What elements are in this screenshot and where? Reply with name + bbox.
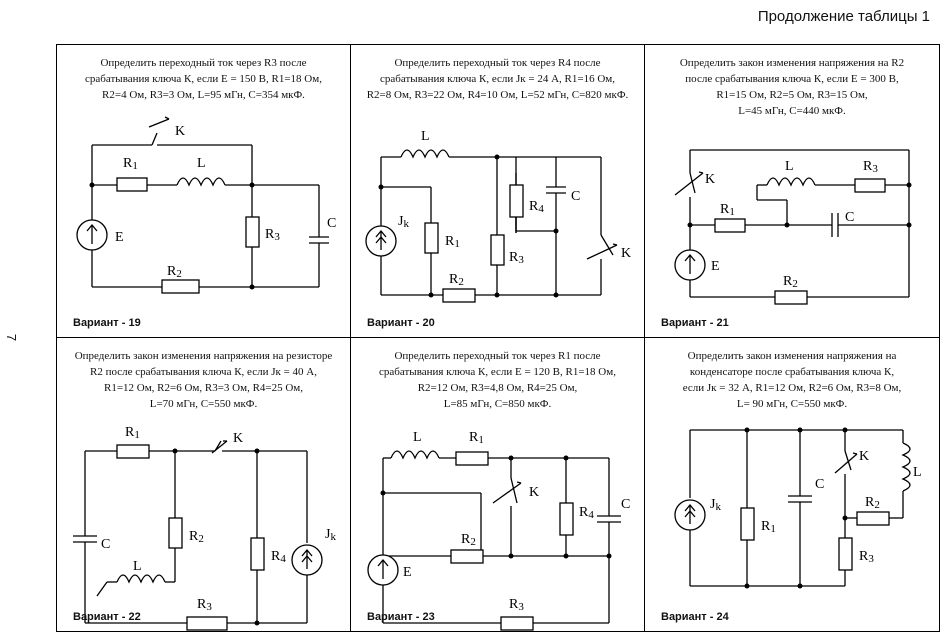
label-r1: R1 [761,519,776,535]
variant-cell-23: Определить переходный ток через R1 после… [351,338,645,631]
label-r1: R1 [125,425,140,441]
label-k: K [621,246,631,261]
variant-cell-19: Определить переходный ток через R3 после… [57,45,351,338]
variant-label: Вариант - 19 [73,317,141,329]
task-text: Определить закон изменения напряжения на… [74,350,333,410]
label-k: K [175,124,185,139]
label-r3: R3 [859,549,874,565]
label-k: K [233,431,243,446]
label-r1: R1 [720,202,735,218]
label-jk: Jk [398,214,409,230]
label-l: L [421,129,430,144]
task-text: Определить закон изменения напряжения на… [679,57,905,117]
label-e: E [711,259,720,274]
label-r2: R2 [461,532,476,548]
circuit-diagram-24: Jk R1 C K L R2 R3 [674,427,922,589]
label-r3: R3 [197,597,212,613]
circuit-diagram-21: K L R3 R1 C E R2 [674,149,912,305]
label-c: C [621,497,630,512]
label-r3: R3 [265,227,280,243]
page-number: 7 [4,333,20,342]
label-r3: R3 [509,250,524,266]
label-r1: R1 [469,430,484,446]
task-text: Определить переходный ток через R4 после… [366,57,629,101]
task-text: Определить переходный ток через R3 после… [85,57,322,101]
label-c: C [327,216,336,231]
label-l: L [133,559,142,574]
label-k: K [529,485,539,500]
label-r2: R2 [865,495,880,511]
variant-cell-20: Определить переходный ток через R4 после… [351,45,645,338]
label-r4: R4 [529,199,544,215]
page-header: Продолжение таблицы 1 [757,8,930,25]
variant-cell-24: Определить закон изменения напряжения на… [645,338,939,631]
label-c: C [571,189,580,204]
label-r2: R2 [167,264,182,280]
circuit-diagram-19: K R1 L R3 C E R2 [76,116,336,294]
label-k: K [859,449,869,464]
label-l: L [413,430,422,445]
label-r3: R3 [863,159,878,175]
label-l: L [197,156,206,171]
label-e: E [115,230,124,245]
label-r2: R2 [449,272,464,288]
variant-label: Вариант - 20 [367,317,435,329]
variant-cell-21: Определить закон изменения напряжения на… [645,45,939,338]
task-text: Определить переходный ток через R1 после… [379,350,616,410]
variant-cell-22: Определить закон изменения напряжения на… [57,338,351,631]
label-jk: Jk [325,527,336,543]
label-jk: Jk [710,497,721,513]
label-r1: R1 [123,156,138,172]
circuit-diagram-22: R1 K Jk C R2 L R4 R3 [73,425,336,631]
label-r1: R1 [445,234,460,250]
label-e: E [403,565,412,580]
circuit-diagram-20: L Jk R1 R2 R4 R3 C K [365,129,631,303]
label-k: K [705,172,715,187]
variant-label: Вариант - 21 [661,317,729,329]
task-text: Определить закон изменения напряжения на… [682,350,902,410]
variant-label: Вариант - 22 [73,611,141,623]
label-r2: R2 [783,274,798,290]
label-r2: R2 [189,529,204,545]
label-r3: R3 [509,597,524,613]
label-l: L [785,159,794,174]
label-r4: R4 [271,549,286,565]
variants-table: Определить переходный ток через R3 после… [56,44,940,632]
label-r4: R4 [579,505,594,521]
label-c: C [845,210,854,225]
label-c: C [815,477,824,492]
label-c: C [101,537,110,552]
variant-label: Вариант - 24 [661,611,729,623]
label-l: L [913,465,922,480]
circuit-diagram-23: L R1 K R4 C E R2 R3 [367,430,630,631]
variant-label: Вариант - 23 [367,611,435,623]
